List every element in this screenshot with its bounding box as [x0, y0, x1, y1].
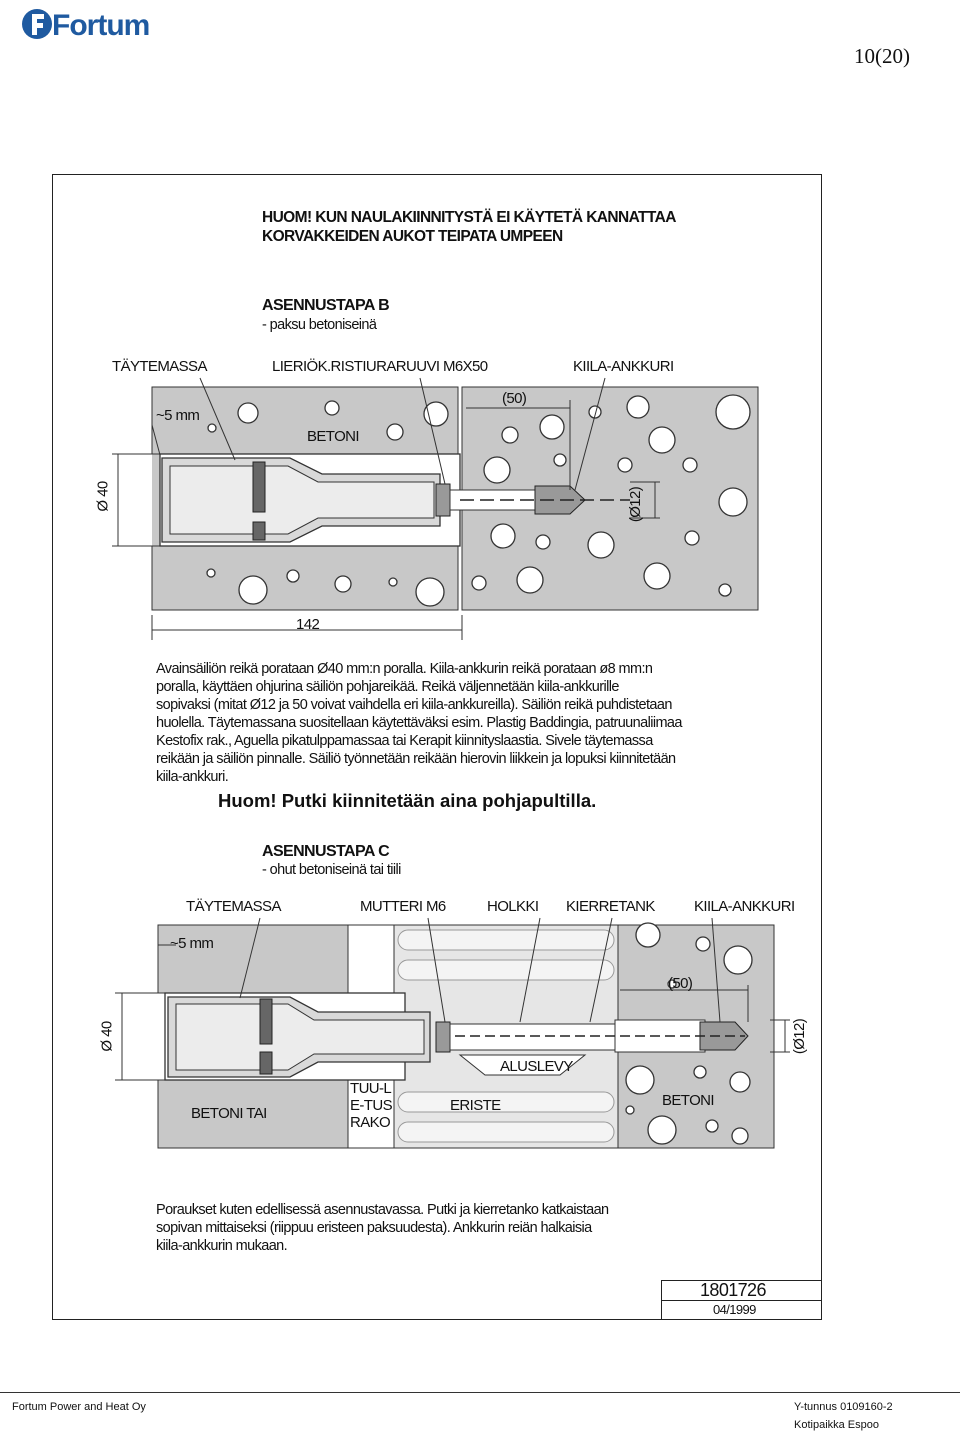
page-number: 10(20) [854, 44, 910, 68]
method-c-title: ASENNUSTAPA C [262, 843, 390, 860]
method-b-line-4: huolella. Täytemassana suositellaan käyt… [156, 715, 682, 731]
drawing-date: 04/1999 [713, 1302, 756, 1317]
drawing-number: 1801726 [700, 1280, 766, 1300]
label-filler-c: TÄYTEMASSA [186, 898, 281, 915]
method-b-dimensions [112, 377, 660, 640]
method-c-line-3: kiila-ankkurin mukaan. [156, 1238, 288, 1254]
method-b-line-3: sopivaksi (mitat Ø12 ja 50 voivat vaihde… [156, 697, 672, 713]
label-rod-c: KIERRETANK [566, 898, 655, 915]
label-airgap-c: TUU-LE-TUS RAKO [350, 1080, 393, 1131]
method-c-line-2: sopivan mittaiseksi (riippuu eristeen pa… [156, 1220, 592, 1236]
method-b-description: Avainsäiliön reikä porataan Ø40 mm:n por… [156, 660, 796, 786]
label-depth-c: (50) [668, 975, 693, 992]
label-diameter-c: Ø 40 [98, 1021, 116, 1052]
method-c-subtitle: - ohut betoniseinä tai tiili [262, 862, 401, 878]
method-c-dimensions [115, 917, 790, 1081]
method-b-line-5: Kestofix rak., Aguella pikatulppamassaa … [156, 733, 653, 749]
label-concrete-c: BETONI [662, 1092, 715, 1109]
method-c-insulation-bands [397, 929, 615, 1143]
label-gap-c: ~5 mm [170, 935, 214, 952]
label-washer-c: ALUSLEVY [500, 1058, 573, 1075]
label-wall-c: BETONI TAI [191, 1105, 267, 1122]
warning-line-1: HUOM! KUN NAULAKIINNITYSTÄ EI KÄYTETÄ KA… [262, 209, 676, 226]
label-hole-c: (Ø12) [791, 1018, 809, 1055]
label-depth-b: (50) [502, 390, 527, 407]
label-anchor-b: KIILA-ANKKURI [573, 358, 674, 375]
footer-domicile: Kotipaikka Espoo [794, 1419, 879, 1431]
label-anchor-c: KIILA-ANKKURI [694, 898, 795, 915]
note-text: Huom! Putki kiinnitetään aina pohjapulti… [218, 790, 597, 811]
label-sleeve-c: HOLKKI [487, 898, 539, 915]
method-b-title: ASENNUSTAPA B [262, 297, 390, 314]
method-b-container [159, 453, 630, 547]
fortum-logo: Fortum [20, 4, 190, 44]
warning-line-2: KORVAKKEIDEN AUKOT TEIPATA UMPEEN [262, 228, 563, 245]
label-length-b: 142 [296, 616, 320, 633]
method-b-line-6: reikään ja säiliön pinnalle. Säiliö työn… [156, 751, 676, 767]
label-screw-b: LIERIÖK.RISTIURARUUVI M6X50 [272, 358, 488, 375]
footer-company: Fortum Power and Heat Oy [12, 1401, 146, 1413]
method-b-line-1: Avainsäiliön reikä porataan Ø40 mm:n por… [156, 661, 653, 677]
method-b-concrete [151, 386, 759, 611]
warning-text: HUOM! KUN NAULAKIINNITYSTÄ EI KÄYTETÄ KA… [262, 208, 676, 246]
label-insulation-c: ERISTE [450, 1097, 501, 1114]
label-concrete-b: BETONI [307, 428, 360, 445]
label-filler-b: TÄYTEMASSA [112, 358, 207, 375]
label-nut-c: MUTTERI M6 [360, 898, 446, 915]
label-gap-b: ~5 mm [156, 407, 200, 424]
method-b-line-7: kiila-ankkuri. [156, 769, 229, 785]
logo-text: Fortum [52, 9, 149, 42]
method-c-description: Poraukset kuten edellisessä asennustavas… [156, 1201, 796, 1255]
method-c-line-1: Poraukset kuten edellisessä asennustavas… [156, 1202, 609, 1218]
method-b-subtitle: - paksu betoniseinä [262, 317, 377, 333]
method-b-holes [206, 394, 751, 607]
method-c-container [164, 992, 749, 1081]
title-block-divider [661, 1300, 822, 1301]
method-c-holes [625, 922, 753, 1145]
method-b-line-2: poralla, käyttäen ohjurina säiliön pohja… [156, 679, 619, 695]
drawing-frame [52, 174, 822, 1320]
footer-business-id: Y-tunnus 0109160-2 [794, 1401, 893, 1413]
footer-rule [0, 1392, 960, 1393]
